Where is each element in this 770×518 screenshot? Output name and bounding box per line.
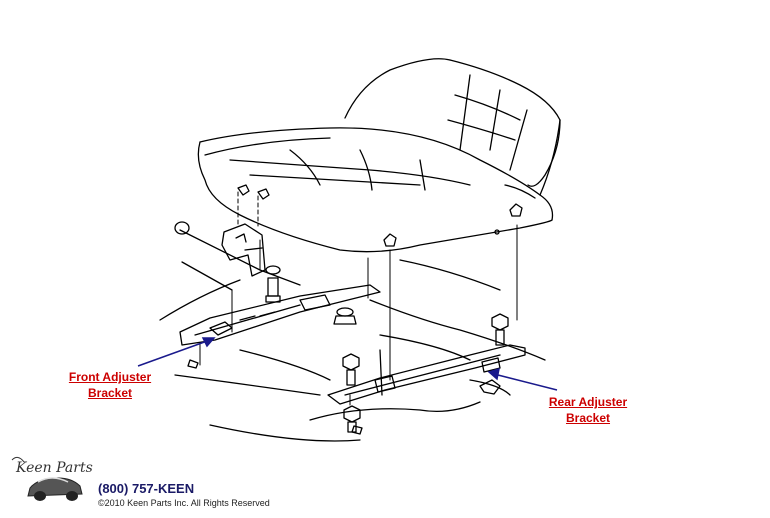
keen-parts-logo: Keen Parts: [11, 456, 93, 501]
rear-arrow-head: [487, 367, 500, 381]
logo-text: Keen Parts: [15, 460, 93, 476]
alignment-lines: [237, 191, 259, 227]
rear-callout-line2: Bracket: [565, 411, 611, 425]
front-adjuster-bracket-link[interactable]: Front Adjuster Bracket: [60, 369, 160, 401]
copyright-text: ©2010 Keen Parts Inc. All Rights Reserve…: [98, 498, 270, 508]
rear-adjuster-bracket-link[interactable]: Rear Adjuster Bracket: [536, 394, 640, 426]
front-callout-arrow: [137, 339, 211, 367]
front-callout-line1: Front Adjuster: [68, 370, 152, 384]
seat-back: [344, 58, 561, 196]
front-adjuster-track: [179, 284, 381, 369]
cushion-studs: [237, 184, 523, 247]
front-arrow-head: [201, 337, 216, 348]
front-adjuster-parts: [174, 221, 357, 325]
rear-adjuster-bolts: [342, 313, 509, 435]
rear-callout-line1: Rear Adjuster: [548, 395, 628, 409]
rear-callout-arrow: [493, 373, 558, 391]
front-callout-line2: Bracket: [87, 386, 133, 400]
rear-adjuster-track: [327, 344, 526, 405]
floor-outline: [159, 229, 546, 442]
phone-number: (800) 757-KEEN: [98, 481, 195, 496]
